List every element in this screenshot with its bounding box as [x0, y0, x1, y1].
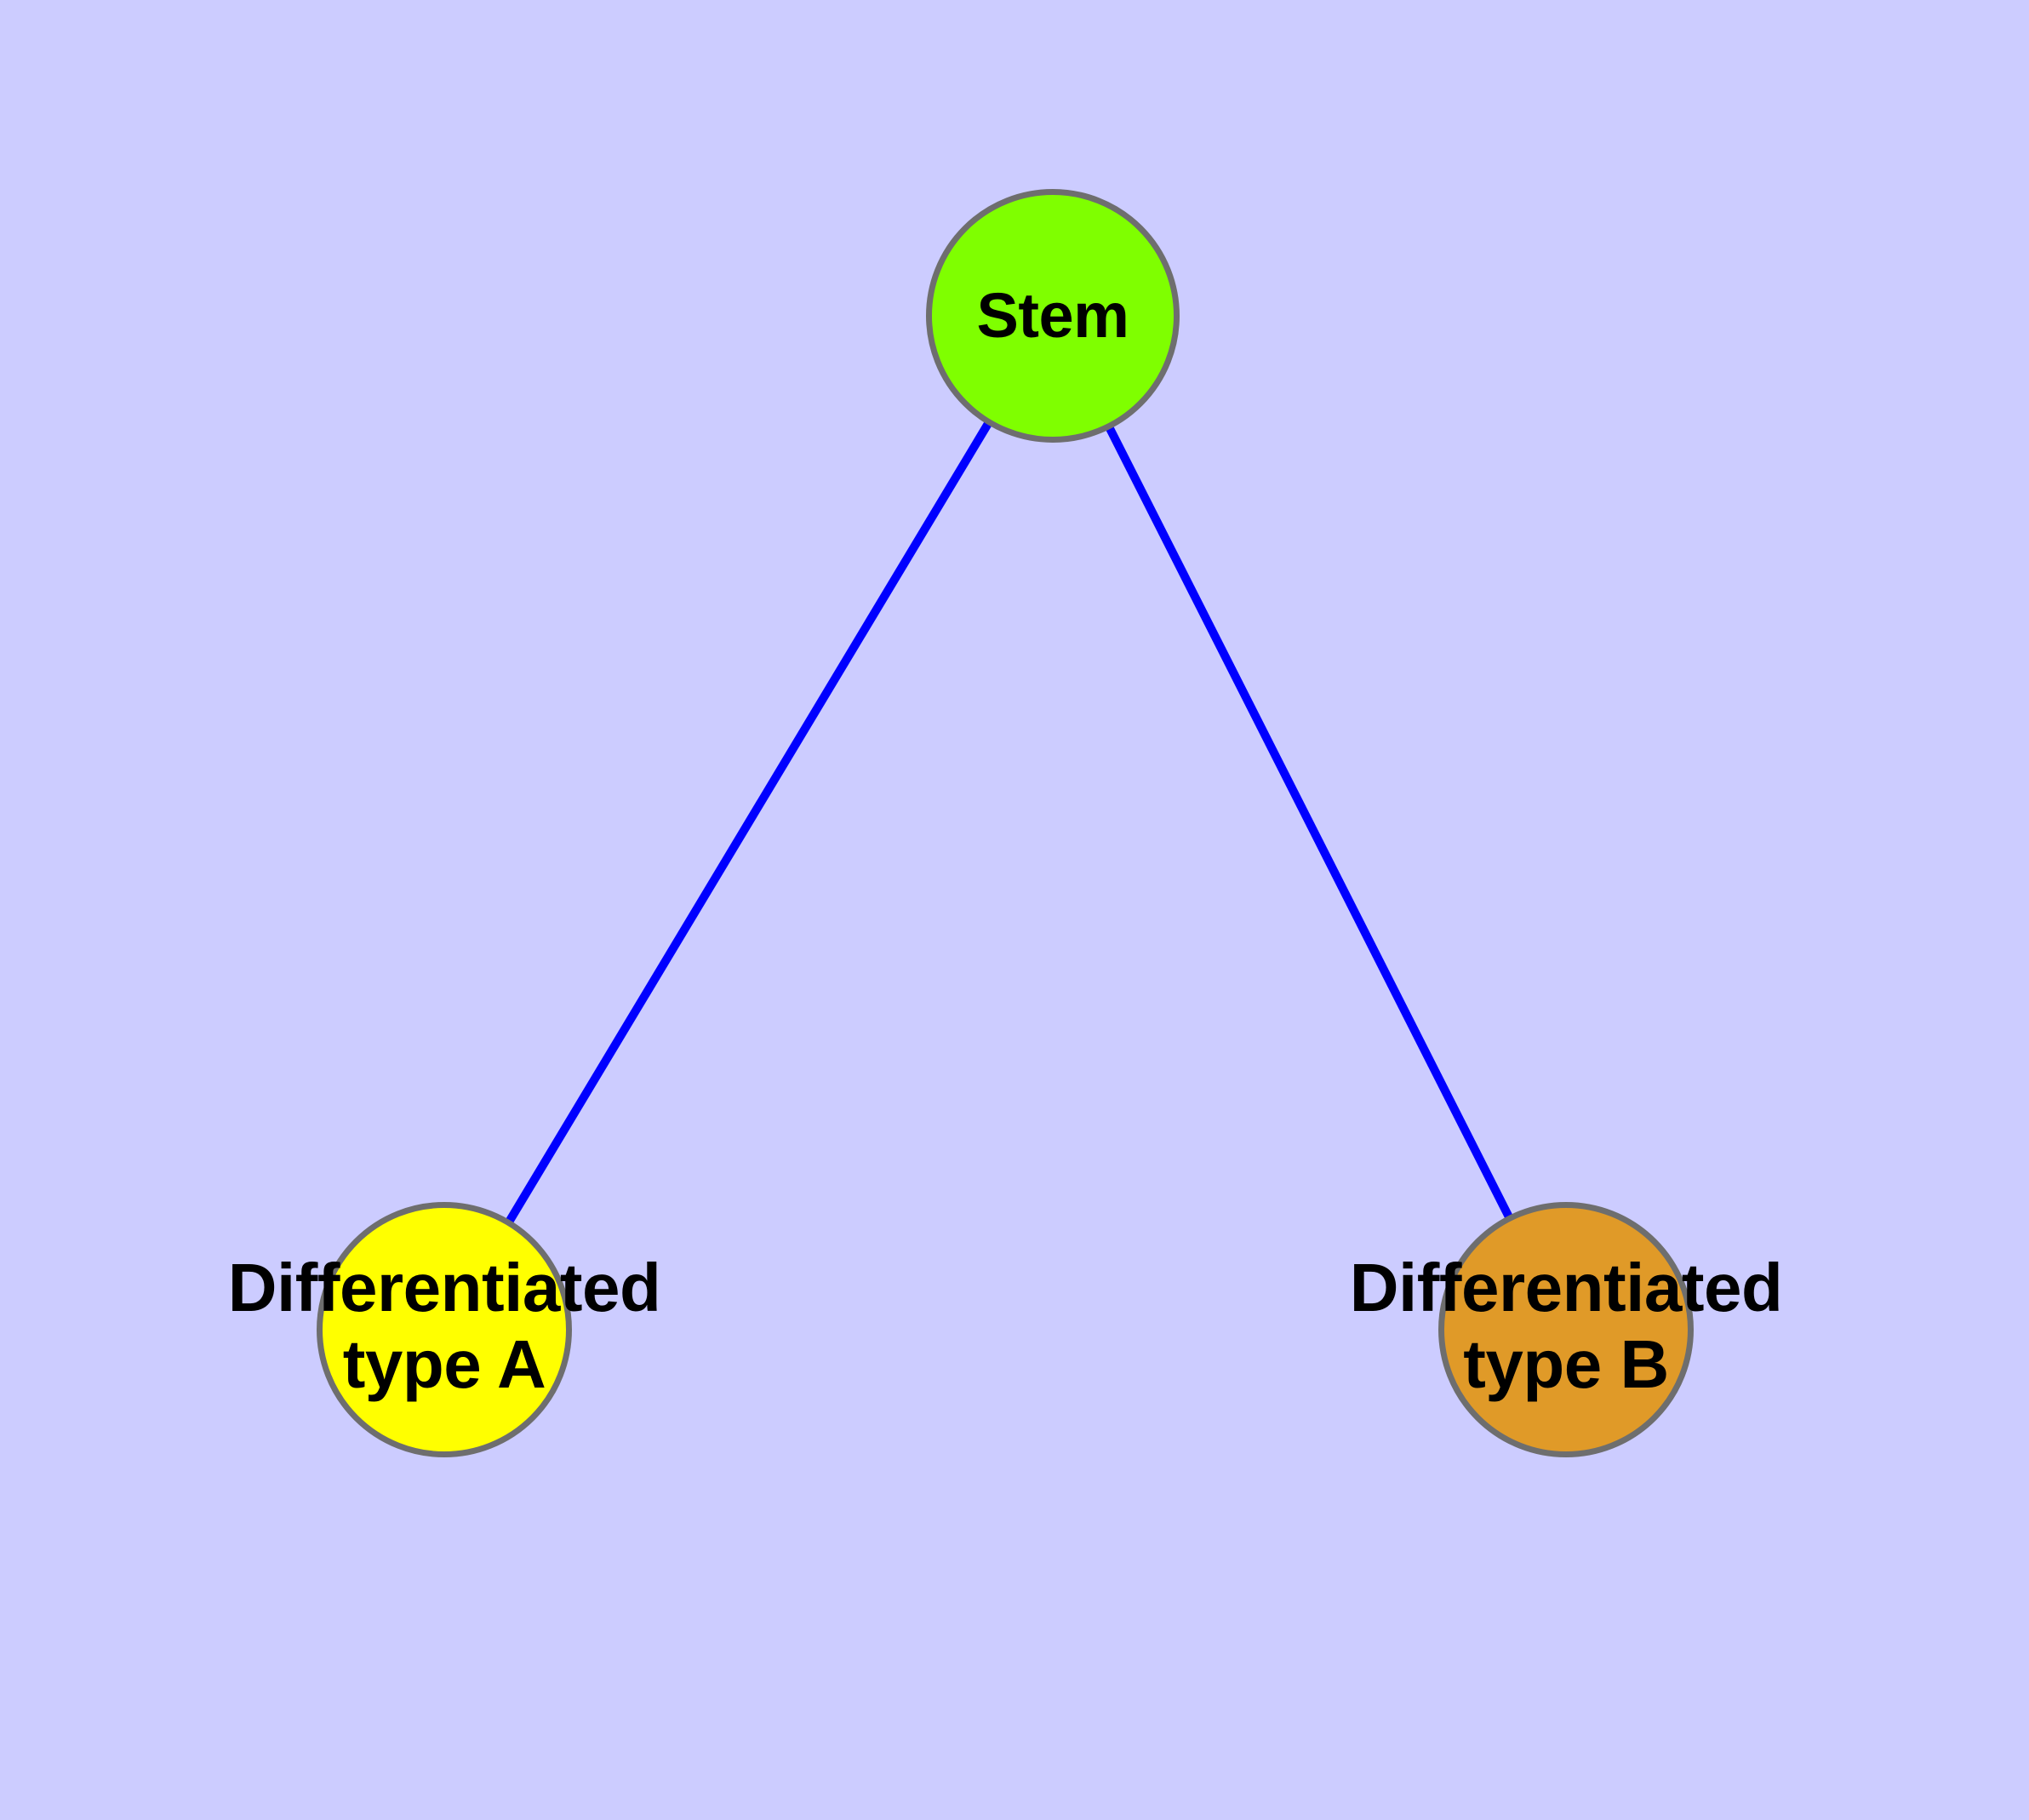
node-stem[interactable] — [926, 189, 1180, 443]
node-label-differentiated-type-a: Differentiated type A — [227, 1250, 661, 1402]
edge-stem-to-differentiated-type-a — [440, 313, 1057, 1332]
node-differentiated-type-b[interactable] — [1438, 1202, 1694, 1457]
edge-stem-to-differentiated-type-b — [1049, 313, 1570, 1332]
node-label-stem: Stem — [976, 280, 1129, 351]
node-label-differentiated-type-b: Differentiated type B — [1349, 1250, 1783, 1402]
node-differentiated-type-a[interactable] — [317, 1202, 572, 1457]
